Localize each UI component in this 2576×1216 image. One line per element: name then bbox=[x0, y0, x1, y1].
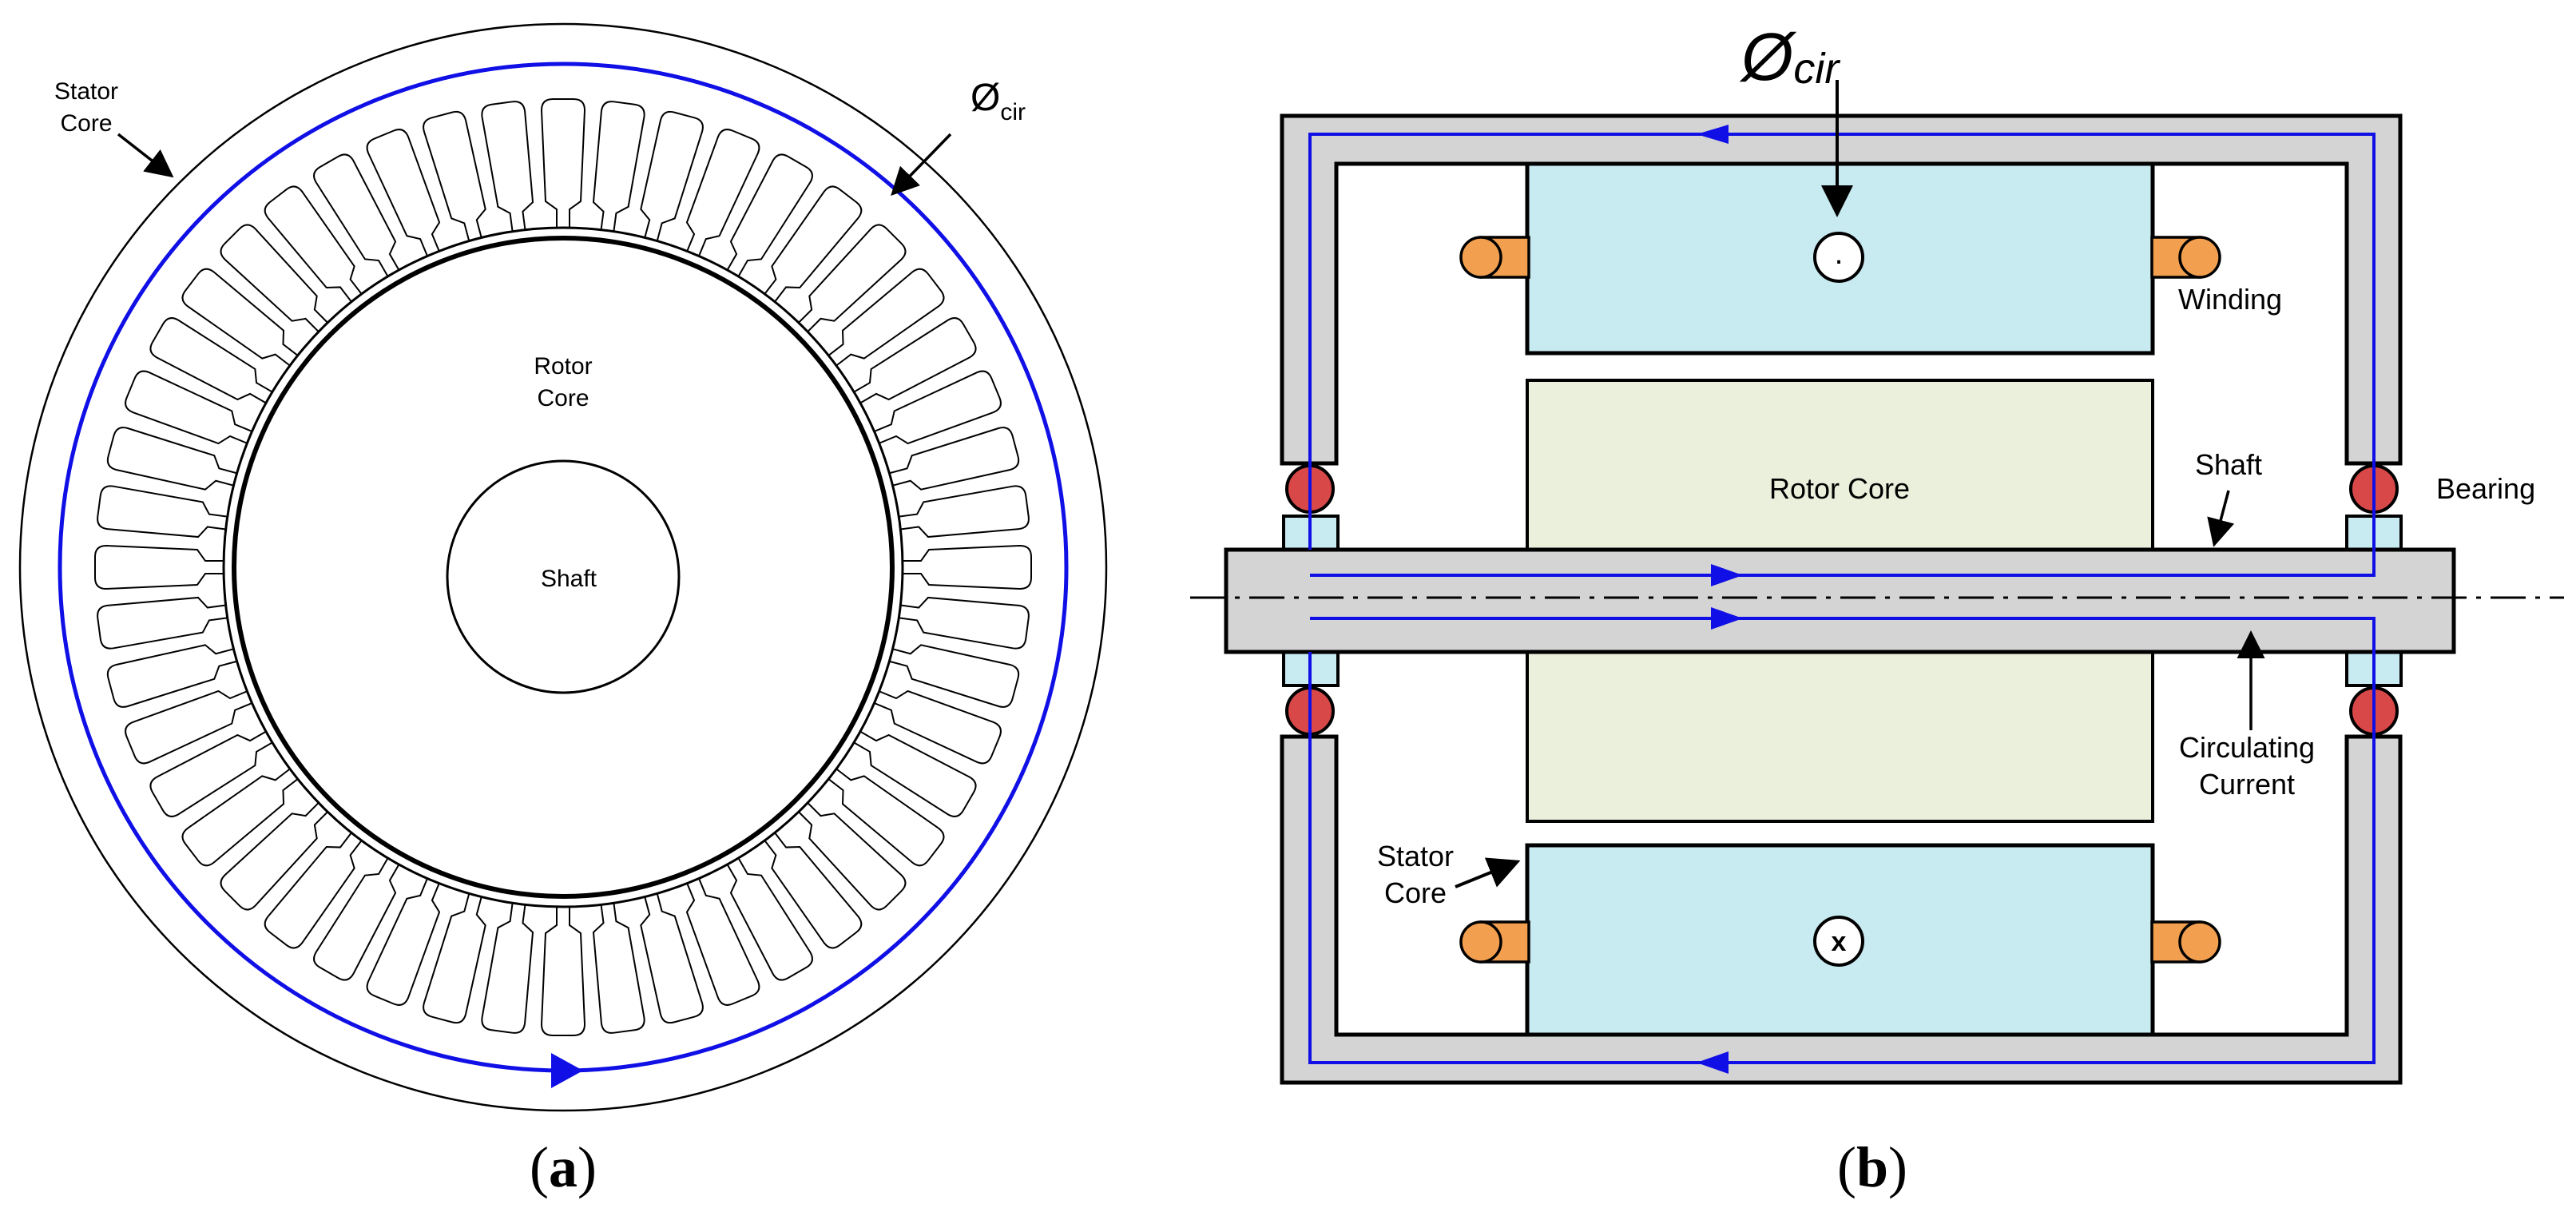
flux-pointer-arrow-a bbox=[891, 133, 952, 197]
flux-direction-arrow-a bbox=[551, 1053, 583, 1088]
stator-slot bbox=[854, 731, 977, 817]
stator-slot bbox=[640, 894, 704, 1024]
stator-slot bbox=[106, 644, 236, 708]
stator-slot bbox=[220, 224, 328, 332]
stator-slot bbox=[220, 802, 328, 911]
stator-slot bbox=[149, 731, 272, 817]
winding-bottom-left bbox=[1459, 920, 1530, 964]
rotor-outer-circle bbox=[232, 236, 895, 899]
stator-slot bbox=[540, 908, 586, 1036]
caption-a: (a) bbox=[530, 1135, 597, 1199]
winding-bottom-right bbox=[2150, 920, 2221, 964]
winding-label: Winding bbox=[2178, 283, 2282, 316]
stator-slot bbox=[685, 879, 760, 1006]
stator-pointer-arrow-b bbox=[1455, 857, 1521, 888]
shaft-pointer-arrow bbox=[2207, 490, 2235, 547]
rotor-core-label-line2: Core bbox=[537, 385, 589, 411]
flux-direction-arrow-bottom bbox=[1697, 1051, 1729, 1074]
winding-top-right bbox=[2150, 236, 2221, 279]
circulating-path-upper bbox=[1308, 133, 2376, 577]
stator-slot bbox=[592, 904, 645, 1034]
stator-slot bbox=[685, 129, 760, 256]
stator-slot bbox=[890, 644, 1020, 708]
stator-slot bbox=[264, 833, 362, 949]
stator-core-label-b-line1: Stator bbox=[1377, 840, 1454, 872]
caption-b: (b) bbox=[1837, 1135, 1907, 1199]
stator-slot bbox=[899, 485, 1030, 538]
frame-bottom bbox=[1280, 734, 2403, 1085]
stator-slot bbox=[875, 689, 1002, 765]
flux-direction-arrow-shaft-upper bbox=[1711, 564, 1743, 586]
stator-slot bbox=[94, 544, 223, 590]
shaft-circle bbox=[446, 459, 681, 694]
stator-bore-circle bbox=[222, 226, 904, 908]
stator-slot bbox=[890, 427, 1020, 491]
stator-slot bbox=[727, 858, 813, 981]
stator-slot bbox=[106, 427, 236, 491]
winding-top-left bbox=[1459, 236, 1530, 279]
stator-slot bbox=[97, 485, 227, 538]
circulating-current-label-line1: Circulating bbox=[2179, 731, 2315, 764]
current-out-symbol bbox=[1813, 232, 1864, 283]
stator-slot bbox=[828, 268, 945, 366]
stator-slot bbox=[313, 858, 399, 981]
frame-top bbox=[1280, 113, 2403, 466]
stator-slot bbox=[727, 153, 813, 276]
current-out-dot: . bbox=[1834, 236, 1843, 271]
stator-slot bbox=[125, 689, 252, 765]
stator-core-label-b-line2: Core bbox=[1384, 876, 1447, 909]
stator-slot bbox=[366, 879, 441, 1006]
stator-outer-circle bbox=[18, 22, 1108, 1112]
stator-slot bbox=[149, 317, 272, 403]
stator-pointer-arrow bbox=[117, 133, 174, 178]
stator-slot bbox=[540, 98, 586, 227]
stator-slot bbox=[481, 101, 534, 231]
rotor-core-label-line1: Rotor bbox=[534, 353, 592, 380]
flux-direction-arrow-top bbox=[1697, 125, 1729, 144]
circulating-path-lower bbox=[1308, 617, 2376, 1064]
stator-slot bbox=[764, 185, 863, 302]
stator-slot bbox=[366, 129, 441, 256]
stator-slot bbox=[423, 894, 486, 1024]
stator-slot bbox=[764, 833, 863, 949]
stator-slot bbox=[313, 153, 399, 276]
circulating-current-label-line2: Current bbox=[2199, 768, 2295, 801]
panel-a-cross-section: Rotor Core Shaft Stator Core Øcir (a) bbox=[18, 22, 1108, 1199]
stator-slot bbox=[423, 110, 486, 240]
stator-slot bbox=[125, 370, 252, 445]
stator-core-label-line2: Core bbox=[60, 110, 112, 137]
stator-slot bbox=[903, 544, 1032, 590]
bearing-label: Bearing bbox=[2436, 472, 2535, 505]
stator-slot bbox=[592, 101, 645, 231]
stator-slot bbox=[264, 185, 362, 302]
stator-slot bbox=[798, 802, 907, 911]
stator-slots bbox=[94, 98, 1032, 1036]
flux-direction-arrow-shaft-lower bbox=[1711, 607, 1743, 630]
panel-b-longitudinal-section: . x Øcir Winding Rotor Core Shaft Bearin… bbox=[1190, 19, 2564, 1199]
flux-label-b: Øcir bbox=[1739, 19, 1840, 94]
current-in-symbol bbox=[1813, 916, 1864, 967]
stator-slot bbox=[481, 904, 534, 1034]
stator-slot bbox=[640, 110, 704, 240]
stator-slot bbox=[828, 769, 945, 867]
stator-slot bbox=[875, 370, 1002, 445]
current-in-cross: x bbox=[1832, 927, 1847, 957]
stator-slot bbox=[181, 769, 298, 867]
flux-label-a: Øcir bbox=[970, 77, 1026, 125]
stator-slot bbox=[899, 596, 1030, 650]
stator-slot bbox=[798, 224, 907, 332]
shaft-label-a: Shaft bbox=[541, 566, 597, 592]
shaft bbox=[1224, 547, 2456, 654]
stator-slot bbox=[97, 596, 227, 650]
stator-slot bbox=[854, 317, 977, 403]
shaft-label-b: Shaft bbox=[2195, 448, 2262, 481]
stator-slot bbox=[181, 268, 298, 366]
stator-core-label-line1: Stator bbox=[54, 78, 118, 105]
rotor-core-label: Rotor Core bbox=[1769, 472, 1910, 505]
